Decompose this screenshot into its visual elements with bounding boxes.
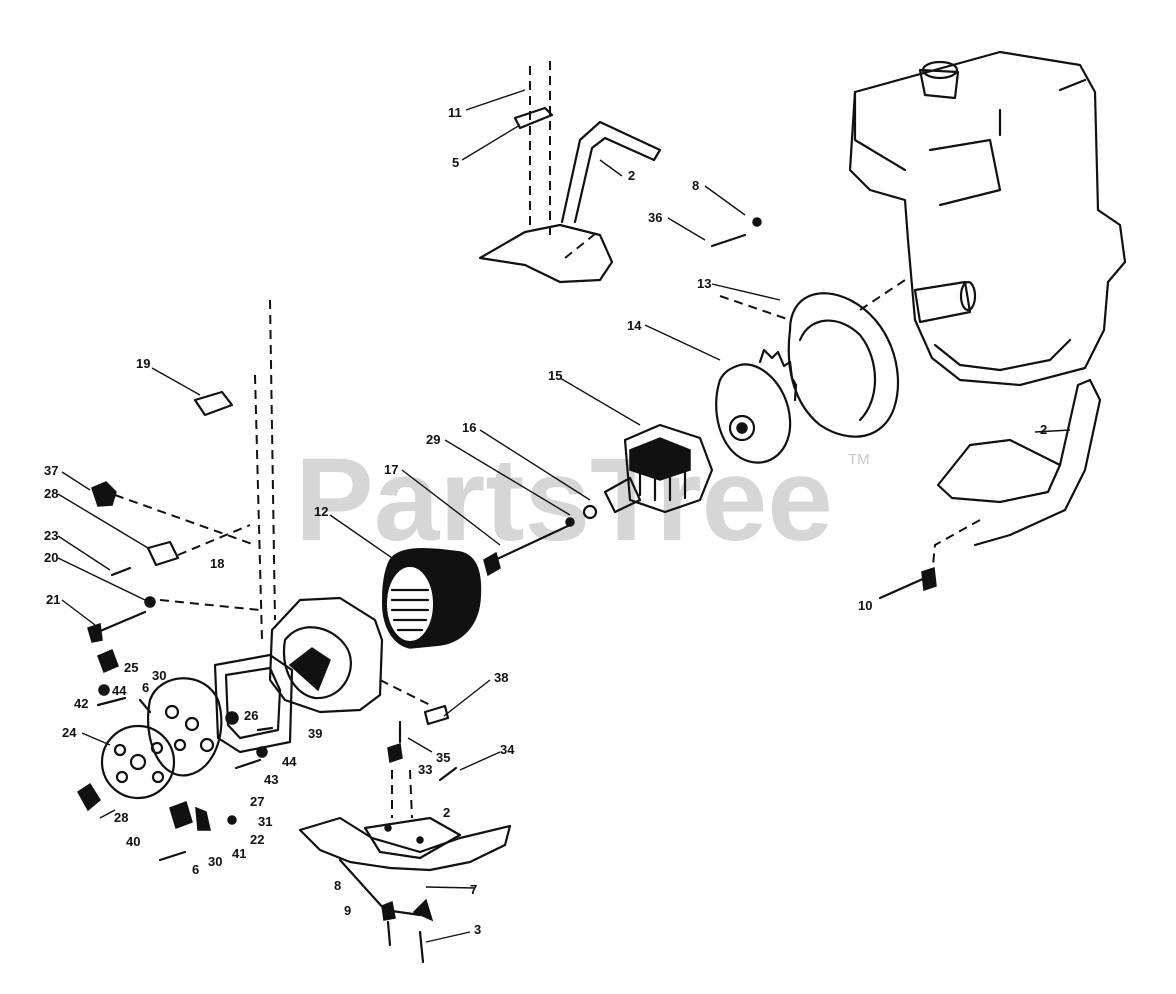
leader-lines	[57, 89, 1071, 943]
callout-36: 36	[648, 210, 662, 225]
callout-18: 18	[210, 556, 224, 571]
callout-5: 5	[452, 155, 459, 170]
callout-25: 25	[124, 660, 138, 675]
callout-28-bottom: 28	[114, 810, 128, 825]
callout-44-left: 44	[112, 683, 127, 698]
callout-3: 3	[474, 922, 481, 937]
callout-22: 22	[250, 832, 264, 847]
callout-8-bottom: 8	[334, 878, 341, 893]
callout-13: 13	[697, 276, 711, 291]
callout-30-bottom: 30	[208, 854, 222, 869]
assembly-lines	[114, 229, 601, 819]
generator-rotor	[382, 548, 482, 649]
stator-armature	[603, 423, 714, 514]
callout-8-top: 8	[692, 178, 699, 193]
right-frame-bracket	[931, 378, 1102, 576]
brush-holder-plate	[147, 677, 223, 777]
callout-35: 35	[436, 750, 450, 765]
callout-6-top: 6	[142, 680, 149, 695]
top-frame-bracket	[478, 55, 662, 284]
bottom-frame-bracket	[298, 816, 512, 917]
callout-11: 11	[448, 105, 462, 120]
callout-27: 27	[250, 794, 264, 809]
callout-40: 40	[126, 834, 140, 849]
callout-19: 19	[136, 356, 150, 371]
watermark-trademark: TM	[848, 451, 870, 468]
callout-24: 24	[62, 725, 77, 740]
callout-6-bottom: 6	[192, 862, 199, 877]
callout-9: 9	[344, 903, 351, 918]
callout-20: 20	[44, 550, 58, 565]
callout-41: 41	[232, 846, 246, 861]
callout-16: 16	[462, 420, 476, 435]
callout-34: 34	[500, 742, 515, 757]
callout-33: 33	[418, 762, 432, 777]
callout-28-top: 28	[44, 486, 58, 501]
small-hardware	[77, 217, 937, 964]
callout-29: 29	[426, 432, 440, 447]
partstree-watermark: PartsTree	[295, 434, 833, 566]
callout-38: 38	[494, 670, 508, 685]
rear-cover-plate	[213, 653, 294, 754]
callout-43: 43	[264, 772, 278, 787]
callout-42: 42	[74, 696, 88, 711]
callout-23: 23	[44, 528, 58, 543]
flywheel-fan	[715, 348, 798, 464]
callout-21: 21	[46, 592, 60, 607]
callout-39: 39	[308, 726, 322, 741]
fan-housing	[719, 279, 906, 438]
callout-14: 14	[627, 318, 642, 333]
callout-7: 7	[470, 882, 477, 897]
callout-labels: 11 5 2 8 36 13 14 15 19 16 29 17 12 2 37…	[44, 105, 1047, 937]
engine-illustration	[848, 50, 1127, 387]
callout-17: 17	[384, 462, 398, 477]
callout-2-top: 2	[628, 168, 635, 183]
callout-37: 37	[44, 463, 58, 478]
callout-2-bottom: 2	[443, 805, 450, 820]
callout-12: 12	[314, 504, 328, 519]
through-bolt	[483, 504, 598, 577]
callout-10: 10	[858, 598, 872, 613]
callout-2-right: 2	[1040, 422, 1047, 437]
callout-30-top: 30	[152, 668, 166, 683]
diode-plate	[100, 724, 176, 800]
callout-44-right: 44	[282, 754, 297, 769]
callout-31: 31	[258, 814, 272, 829]
callout-26: 26	[244, 708, 258, 723]
callout-15: 15	[548, 368, 562, 383]
